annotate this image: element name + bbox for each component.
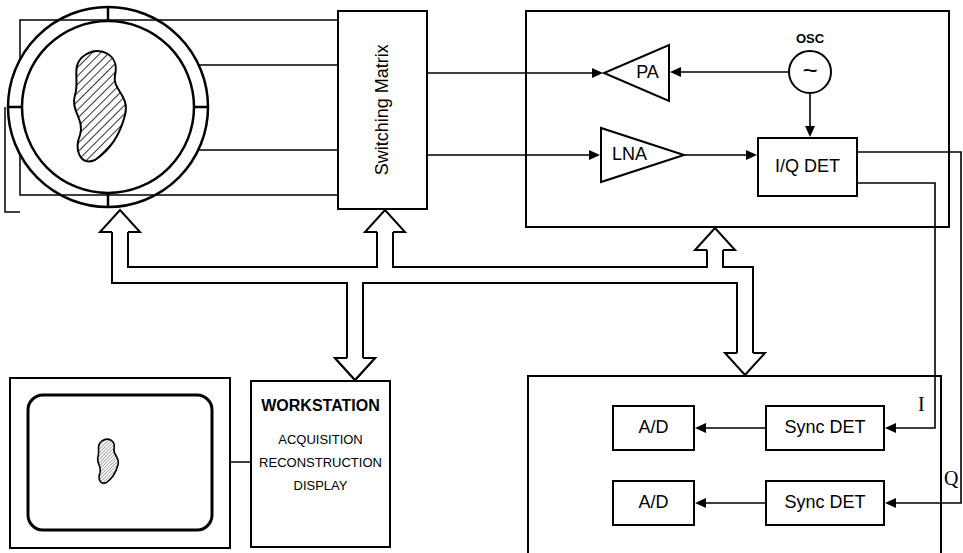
- node-label: LNA: [612, 144, 647, 166]
- signal-connector: [428, 150, 600, 160]
- monitor: [10, 378, 230, 548]
- signal-line: [809, 94, 811, 127]
- antenna-ring: [8, 7, 208, 207]
- signal-connector: [695, 423, 765, 433]
- signal-name: Q: [943, 468, 959, 488]
- arrowhead: [805, 126, 815, 137]
- bus-inner-layer: [120, 229, 745, 361]
- ad-converter-box: A/D: [612, 405, 695, 451]
- bus-arrowhead: [335, 358, 375, 380]
- node-label: Sync DET: [784, 492, 865, 514]
- bus-arrow: [120, 229, 355, 275]
- bus-arrow: [355, 275, 745, 361]
- signal-line: [705, 502, 765, 504]
- sync-detector-box: Sync DET: [765, 405, 885, 451]
- signal-connector: [858, 152, 961, 508]
- bus-outline-layer: [120, 231, 745, 359]
- node-label: OSC: [796, 31, 824, 47]
- signal-connector: [685, 150, 757, 160]
- triangle-outline: [601, 128, 684, 182]
- signal-name: I: [917, 394, 926, 414]
- workstation-box: WORKSTATION ACQUISITION RECONSTRUCTION DI…: [250, 380, 391, 548]
- arrowhead: [695, 498, 706, 508]
- bus-arrowhead: [335, 358, 375, 380]
- sync-detector-box: Sync DET: [765, 480, 885, 526]
- node-label: A/D: [638, 417, 668, 439]
- bus-arrowhead: [725, 353, 765, 375]
- image-on-screen: [98, 439, 119, 483]
- bus-head-layer: [100, 210, 765, 380]
- acquisition-unit-box: A/D Sync DET A/D Sync DET: [527, 375, 942, 553]
- signal-connector: [805, 94, 815, 137]
- circle-outline: [789, 51, 831, 93]
- switching-matrix-box: Switching Matrix: [337, 10, 428, 210]
- arrowhead: [695, 423, 706, 433]
- bus-arrowhead: [100, 210, 140, 232]
- bus-arrowhead: [335, 358, 375, 380]
- signal-connector: [695, 498, 765, 508]
- node-label: PA: [636, 62, 659, 84]
- node-label: ~: [802, 57, 817, 83]
- signal-line: [428, 154, 590, 156]
- signal-line: [680, 71, 788, 73]
- monitor-cable: [230, 461, 250, 463]
- iq-detector-box: I/Q DET: [757, 137, 858, 197]
- signal-line: [428, 72, 593, 74]
- bus-arrowhead: [695, 228, 735, 250]
- low-noise-amplifier: LNA: [600, 127, 685, 183]
- node-label: Sync DET: [784, 417, 865, 439]
- node-label: WORKSTATION: [261, 396, 380, 415]
- signal-line: [705, 427, 765, 429]
- oscillator: OSC~: [788, 50, 832, 94]
- node-label: I/Q DET: [775, 156, 840, 178]
- signal-line-layer: [428, 67, 961, 508]
- arrowhead: [670, 67, 681, 77]
- arrowhead: [589, 150, 600, 160]
- node-label: ACQUISITION RECONSTRUCTION DISPLAY: [259, 429, 382, 497]
- bus-arrow: [355, 247, 715, 361]
- node-label: A/D: [638, 492, 668, 514]
- signal-connector: [858, 183, 935, 433]
- arrowhead: [885, 498, 896, 508]
- signal-connector: [428, 68, 603, 78]
- bus-arrowhead: [365, 210, 405, 232]
- triangle-outline: [604, 45, 669, 101]
- bus-arrow: [355, 249, 715, 359]
- signal-line: [685, 154, 747, 156]
- rf-unit-box: PAOSC~LNAI/Q DET: [525, 10, 950, 228]
- arrowhead: [885, 423, 896, 433]
- arrowhead: [592, 68, 603, 78]
- ad-converter-box: A/D: [612, 480, 695, 526]
- arrowhead: [746, 150, 757, 160]
- electrode-wires: [5, 20, 337, 212]
- power-amplifier: PA: [603, 44, 670, 102]
- imaged-object: [74, 51, 126, 161]
- bus-arrow: [355, 275, 745, 359]
- signal-line: [858, 183, 935, 428]
- signal-connector: [670, 67, 788, 77]
- node-label: Switching Matrix: [372, 44, 394, 175]
